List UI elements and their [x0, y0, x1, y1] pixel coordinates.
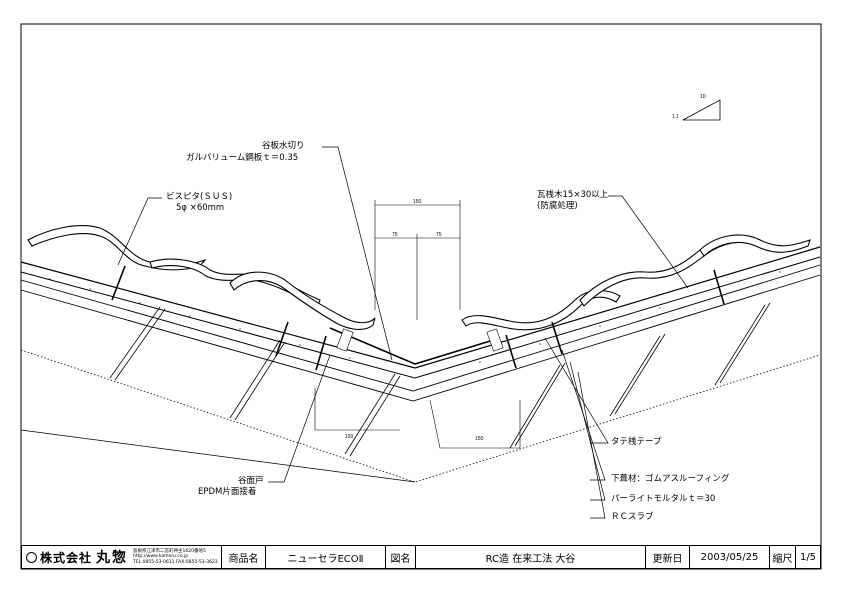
- label-batten-2: (防腐処理): [537, 201, 578, 211]
- product-label: 商品名: [222, 546, 266, 568]
- label-slab: ＲＣスラブ: [611, 512, 654, 522]
- drawing-label: 図名: [386, 546, 416, 568]
- dim-bottom-left: 150: [345, 434, 354, 440]
- date-label: 更新日: [646, 546, 690, 568]
- company-prefix: 株式会社: [40, 550, 93, 565]
- product-value: ニューセラECOⅡ: [266, 546, 386, 568]
- drawing-frame: [20, 23, 822, 570]
- label-tape: タテ桟テープ: [611, 437, 662, 447]
- dim-top-total: 150: [413, 199, 422, 205]
- date-value: 2003/05/25: [690, 546, 770, 568]
- tile-screws: [111, 265, 725, 371]
- address-line-1: 島根県江津市二宮町神主1620番地5: [133, 548, 206, 554]
- top-dimension: [374, 200, 461, 320]
- label-flashing-2: ガルバリューム鋼板ｔ＝0.35: [186, 153, 299, 163]
- label-batten-1: 瓦桟木15×30以上: [537, 190, 609, 200]
- label-valley-face-2: EPDM片面接着: [198, 487, 257, 497]
- address-line-2: http://www.kameru.co.jp: [133, 554, 189, 560]
- rc-slab: [20, 246, 821, 483]
- scale-rise: 1.1: [672, 114, 679, 120]
- scale-run: 10: [700, 94, 706, 100]
- dim-top-right: 75: [436, 232, 442, 238]
- address-line-3: TEL:0855-53-0611 FAX:0855-53-3623: [133, 559, 218, 565]
- label-flashing-1: 谷板水切り: [262, 141, 305, 151]
- valley-flashing: [329, 327, 501, 365]
- company-address: 島根県江津市二宮町神主1620番地5 http://www.kameru.co.…: [133, 549, 218, 566]
- company-logo-icon: [26, 551, 37, 563]
- slope-triangle-icon: [682, 99, 721, 121]
- label-underlay: 下葺材：ゴムアスルーフィング: [611, 474, 730, 484]
- title-block: 株式会社 丸惣 島根県江津市二宮町神主1620番地5 http://www.ka…: [21, 545, 821, 569]
- dim-top-left: 75: [392, 232, 398, 238]
- left-roof-tiles: [27, 225, 376, 330]
- leader-lines: [117, 146, 689, 519]
- scale-label: 縮尺: [770, 546, 796, 568]
- drawing-value: RC造 在来工法 大谷: [416, 546, 646, 568]
- label-screw-1: ビスピタ(ＳＵＳ): [166, 192, 233, 202]
- label-mortar: パーライトモルタルｔ＝30: [611, 494, 716, 504]
- company-cell: 株式会社 丸惣 島根県江津市二宮町神主1620番地5 http://www.ka…: [22, 546, 222, 568]
- right-roof-tiles: [461, 234, 811, 331]
- bottom-dimensions: [314, 388, 521, 449]
- label-screw-2: 5φ ×60mm: [176, 203, 225, 213]
- company-name: 丸惣: [96, 550, 129, 566]
- scale-value: 1/5: [799, 551, 817, 563]
- label-valley-face-1: 谷面戸: [238, 476, 264, 486]
- dim-bottom-right: 150: [475, 436, 484, 442]
- slab-rebar: [109, 302, 771, 457]
- valley-foam-fillers: [336, 328, 504, 352]
